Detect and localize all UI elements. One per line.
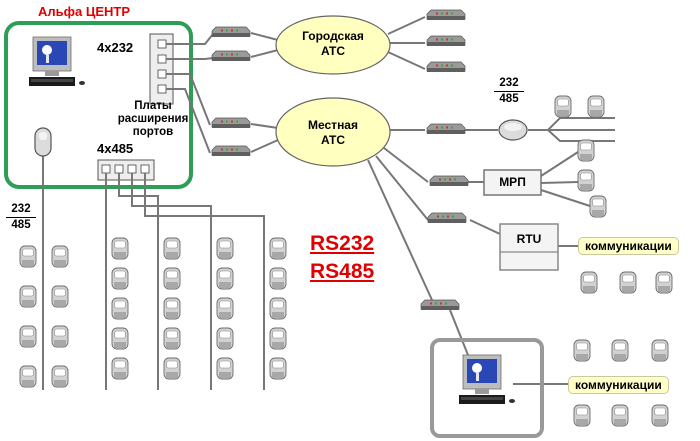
electricity-meter-icon [19, 285, 37, 308]
electricity-meter-icon [51, 245, 69, 268]
city-exchange-label: Городская АТС [283, 29, 383, 59]
modem-icon [211, 145, 251, 157]
electricity-meter-icon [611, 339, 629, 362]
electricity-meter-icon [216, 267, 234, 290]
electricity-meter-icon [111, 297, 129, 320]
electricity-meter-icon [19, 325, 37, 348]
electricity-meter-icon [19, 245, 37, 268]
city-exchange [275, 15, 391, 75]
mrp-box [483, 169, 542, 196]
converter-left-top: 232 [6, 202, 36, 218]
electricity-meter-icon [651, 339, 669, 362]
electricity-meter-icon [163, 267, 181, 290]
electricity-meter-icon [577, 169, 595, 192]
port-board-485 [97, 159, 155, 181]
remote-computer-frame [430, 338, 544, 438]
rtu-box [499, 223, 559, 271]
modem-icon [429, 175, 469, 187]
ports-232-label: 4x232 [97, 40, 134, 55]
converter-left-bottom: 485 [11, 219, 31, 231]
modem-icon [211, 117, 251, 129]
electricity-meter-icon [51, 365, 69, 388]
electricity-meter-icon [577, 139, 595, 162]
remote-computer-icon [458, 354, 516, 405]
city-exchange-line: Городская [302, 29, 364, 43]
modem-icon [426, 9, 466, 21]
local-exchange-label: Местная АТС [283, 118, 383, 148]
boards-label: Платы расширения портов [115, 100, 191, 139]
electricity-meter-icon [580, 271, 598, 294]
electricity-meter-icon [111, 267, 129, 290]
electricity-meter-icon [216, 237, 234, 260]
electricity-meter-icon [163, 297, 181, 320]
page-title: Альфа ЦЕНТР [38, 4, 131, 19]
rtu-label: RTU [516, 232, 542, 246]
electricity-meter-icon [111, 327, 129, 350]
electricity-meter-icon [589, 195, 607, 218]
electricity-meter-icon [587, 95, 605, 118]
port-board-232 [149, 33, 174, 105]
modem-icon [427, 212, 467, 224]
electricity-meter-icon [269, 297, 287, 320]
electricity-meter-icon [573, 404, 591, 427]
converter-right-top: 232 [494, 76, 524, 92]
communications-label: коммуникации [578, 237, 679, 255]
modem-icon [211, 26, 251, 38]
electricity-meter-icon [269, 267, 287, 290]
converter-right-bottom: 485 [499, 93, 519, 105]
city-exchange-line: АТС [320, 44, 346, 58]
electricity-meter-icon [163, 357, 181, 380]
converter-right-icon [498, 119, 528, 141]
boards-label-line: расширения [117, 113, 189, 125]
electricity-meter-icon [651, 404, 669, 427]
electricity-meter-icon [611, 404, 629, 427]
modem-icon [426, 61, 466, 73]
electricity-meter-icon [111, 237, 129, 260]
local-exchange [275, 97, 391, 167]
ports-485-label: 4x485 [97, 141, 134, 156]
converter-right-label: 232 485 [494, 76, 524, 107]
electricity-meter-icon [216, 327, 234, 350]
protocol-rs485: RS485 [310, 260, 375, 283]
electricity-meter-icon [216, 297, 234, 320]
modem-icon [211, 50, 251, 62]
communications-label-2: коммуникации [568, 376, 669, 394]
mrp-label: МРП [499, 175, 526, 189]
electricity-meter-icon [163, 327, 181, 350]
protocol-rs232: RS232 [310, 232, 375, 255]
local-exchange-line: АТС [320, 133, 346, 147]
electricity-meter-icon [51, 325, 69, 348]
server-computer-icon [28, 36, 86, 87]
electricity-meter-icon [19, 365, 37, 388]
modem-icon [420, 299, 460, 311]
modem-icon [426, 123, 466, 135]
modem-icon [426, 35, 466, 47]
electricity-meter-icon [655, 271, 673, 294]
boards-label-line: Платы [134, 100, 172, 112]
converter-left-label: 232 485 [6, 202, 36, 233]
electricity-meter-icon [269, 357, 287, 380]
electricity-meter-icon [111, 357, 129, 380]
electricity-meter-icon [554, 95, 572, 118]
electricity-meter-icon [619, 271, 637, 294]
electricity-meter-icon [269, 237, 287, 260]
electricity-meter-icon [163, 237, 181, 260]
local-exchange-line: Местная [308, 118, 358, 132]
electricity-meter-icon [51, 285, 69, 308]
boards-label-line: портов [132, 126, 174, 138]
electricity-meter-icon [573, 339, 591, 362]
electricity-meter-icon [269, 327, 287, 350]
electricity-meter-icon [216, 357, 234, 380]
